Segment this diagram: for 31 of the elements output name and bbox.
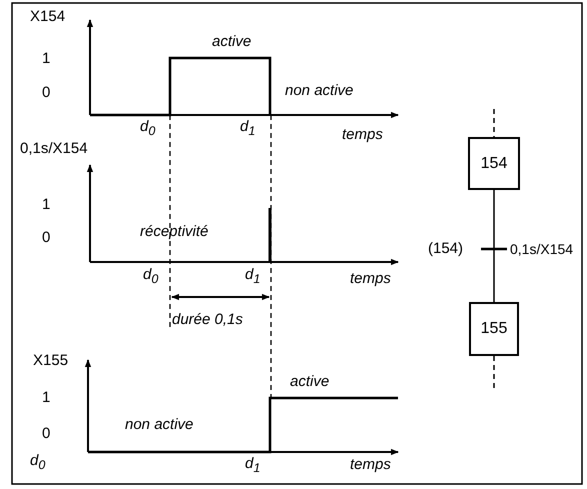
transition-number: (154): [428, 240, 464, 258]
axis-label: temps: [350, 456, 391, 474]
level-label: 1: [42, 196, 50, 214]
state-label: active: [212, 33, 252, 51]
state-label: non active: [125, 416, 194, 434]
level-label: 0: [42, 84, 50, 102]
state-label: réceptivité: [140, 223, 208, 241]
link-line: [493, 190, 495, 302]
transition-condition: 0,1s/X154: [510, 240, 574, 258]
axis-label: X154: [30, 8, 66, 26]
time-marker: d$_{1}$: [245, 266, 260, 288]
step-box: 154: [468, 137, 520, 190]
link-line: [493, 356, 495, 390]
state-label: non active: [285, 82, 354, 100]
axis-label: X155: [33, 352, 68, 370]
time-marker: d$_{0}$: [140, 118, 156, 140]
time-marker: d$_{1}$: [240, 118, 256, 140]
link-line: [493, 109, 495, 137]
level-label: 0: [42, 425, 50, 443]
time-marker: d$_{1}$: [245, 455, 260, 477]
step-box: 155: [469, 302, 519, 356]
level-label: 0: [42, 229, 50, 247]
state-label: active: [290, 373, 330, 391]
duration-label: durée 0,1s: [172, 311, 243, 329]
level-label: 1: [42, 50, 50, 68]
axis-label: temps: [342, 126, 383, 144]
time-marker: d$_{0}$: [143, 266, 158, 288]
axis-label: 0,1s/X154: [20, 140, 88, 158]
level-label: 1: [42, 389, 50, 407]
time-marker: d$_{0}$: [30, 452, 46, 474]
axis-label: temps: [350, 270, 391, 288]
